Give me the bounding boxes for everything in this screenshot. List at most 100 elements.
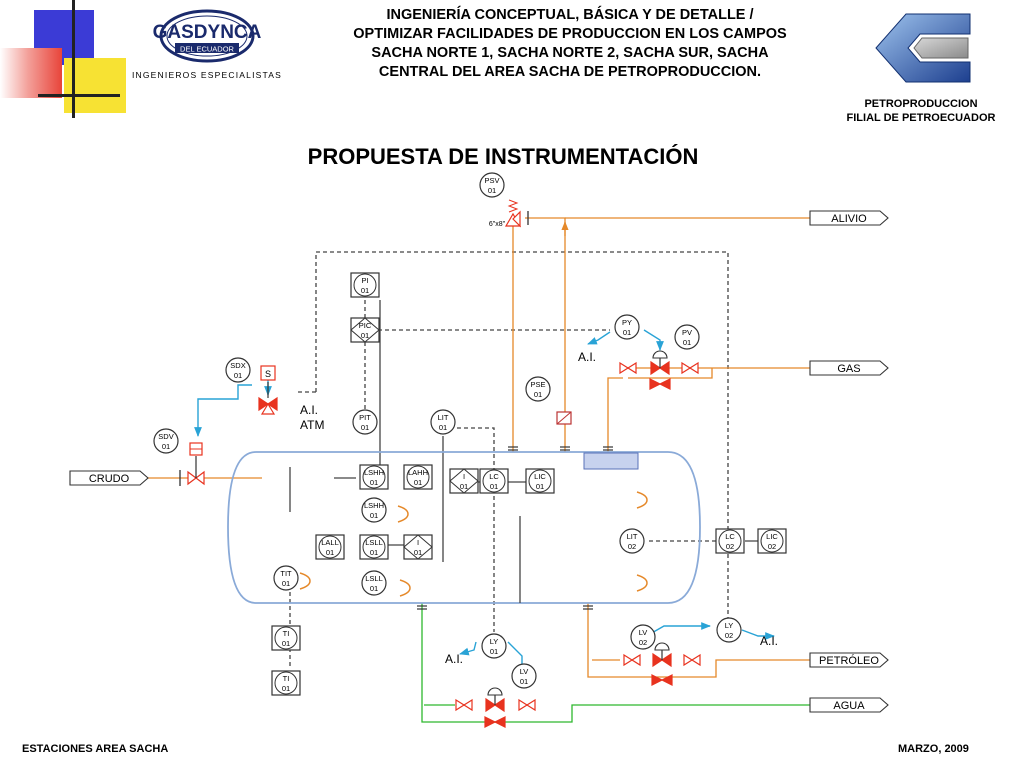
- lv01-control-valve: [485, 687, 505, 713]
- instrument-number: 02: [725, 631, 733, 640]
- ly01-signal: [459, 641, 477, 656]
- instrument-number: 01: [361, 331, 369, 340]
- pse01-rupture-disc: [556, 411, 572, 425]
- nozzle: [399, 579, 411, 597]
- instrument-number: 01: [520, 677, 528, 686]
- instrument-tag: LC: [725, 532, 735, 541]
- ly02-ai-signal: [741, 629, 775, 640]
- page-title-text: PROPUESTA DE INSTRUMENTACIÓN: [307, 144, 699, 169]
- instrument-tag: PIC: [359, 321, 372, 330]
- instrument-number: 01: [370, 584, 378, 593]
- oil-bypass-valve: [651, 674, 673, 686]
- instrument-tag: LV: [639, 628, 648, 637]
- instrument-number: 01: [414, 548, 422, 557]
- stream-water: AGUA: [833, 700, 865, 712]
- footer-right: MARZO, 2009: [898, 743, 969, 755]
- dashed-signal-line: [315, 251, 729, 622]
- psv01-relief-valve: [504, 199, 529, 228]
- valves: [179, 199, 701, 728]
- stream-gas-arrow: [809, 360, 889, 376]
- instrument-tag: PI: [361, 276, 368, 285]
- oil-block-valve: [683, 653, 701, 667]
- gas-block-valve: [619, 361, 637, 375]
- logo-tagline: INGENIEROS ESPECIALISTAS: [132, 70, 282, 80]
- instrument-number: 01: [282, 684, 290, 693]
- nozzle: [636, 574, 648, 592]
- instrument-number: 01: [326, 548, 334, 557]
- deco-horizontal-line: [38, 94, 120, 97]
- oil-outlet-line: [587, 603, 810, 678]
- stream-crude-arrow: [69, 470, 149, 486]
- py01-signal: [587, 331, 611, 345]
- instrument-number: 01: [536, 482, 544, 491]
- instrument-tag: LC: [489, 472, 499, 481]
- instrument-number: 01: [488, 186, 496, 195]
- org-name: PETROPRODUCCION FILIAL DE PETROECUADOR: [826, 97, 1016, 125]
- org-line-2: FILIAL DE PETROECUADOR: [846, 112, 996, 124]
- gasdynca-logo: GASDYNCA DEL ECUADOR INGENIEROS ESPECIAL…: [120, 8, 295, 88]
- instrument-tag: LIT: [438, 413, 449, 422]
- instrument-number: 01: [534, 390, 542, 399]
- gas-block-valve: [681, 361, 699, 375]
- instrument-tag: PSV: [484, 176, 499, 185]
- stream-crude: CRUDO: [89, 473, 130, 485]
- instrument-number: 01: [623, 328, 631, 337]
- instrument-number: 01: [414, 478, 422, 487]
- instrument-tag: SDV: [158, 432, 173, 441]
- deco-red-block: [0, 48, 62, 98]
- header-title-line-4: CENTRAL DEL AREA SACHA DE PETROPRODUCCIO…: [378, 64, 762, 80]
- instrument-number: 01: [370, 548, 378, 557]
- stream-gas: GAS: [837, 363, 860, 375]
- instrument-tag: LSLL: [365, 574, 383, 583]
- stream-relief: ALIVIO: [831, 213, 867, 225]
- nozzle: [299, 572, 311, 590]
- separator-vessel: [227, 446, 701, 610]
- instrument-number: 02: [768, 542, 776, 551]
- instrument-tag: LAHH: [408, 468, 428, 477]
- oil-block-valve: [623, 653, 641, 667]
- logo-sub: DEL ECUADOR: [180, 45, 234, 54]
- instrument-number: 02: [726, 542, 734, 551]
- instrument-tag: TI: [283, 674, 290, 683]
- i-b-instrument: I01: [403, 534, 433, 560]
- vessel-shell: [227, 451, 701, 604]
- gas-line: [628, 368, 713, 379]
- water-bypass-valve: [484, 716, 506, 728]
- instrument-tag: LIC: [534, 472, 546, 481]
- instrument-number: 01: [282, 579, 290, 588]
- sdx01-three-way-valve: [258, 382, 278, 415]
- air-supply-signal: [194, 384, 252, 437]
- i-a-instrument: I01: [449, 468, 479, 494]
- instrument-tag: I: [463, 472, 465, 481]
- instrument-number: 01: [370, 478, 378, 487]
- nozzle: [636, 491, 648, 509]
- sdv01-shutdown-valve: [179, 442, 205, 486]
- instrument-number: 01: [162, 442, 170, 451]
- instrument-tag: LIC: [766, 532, 778, 541]
- ai-note: A.I.: [760, 634, 778, 648]
- instrument-tag: LV: [520, 667, 529, 676]
- instrument-tag: PSE: [530, 380, 545, 389]
- gas-line: [607, 377, 623, 452]
- instrument-number: 01: [490, 647, 498, 656]
- header-title-line-3: SACHA NORTE 1, SACHA NORTE 2, SACHA SUR,…: [371, 45, 769, 61]
- atm-note: ATM: [300, 418, 324, 432]
